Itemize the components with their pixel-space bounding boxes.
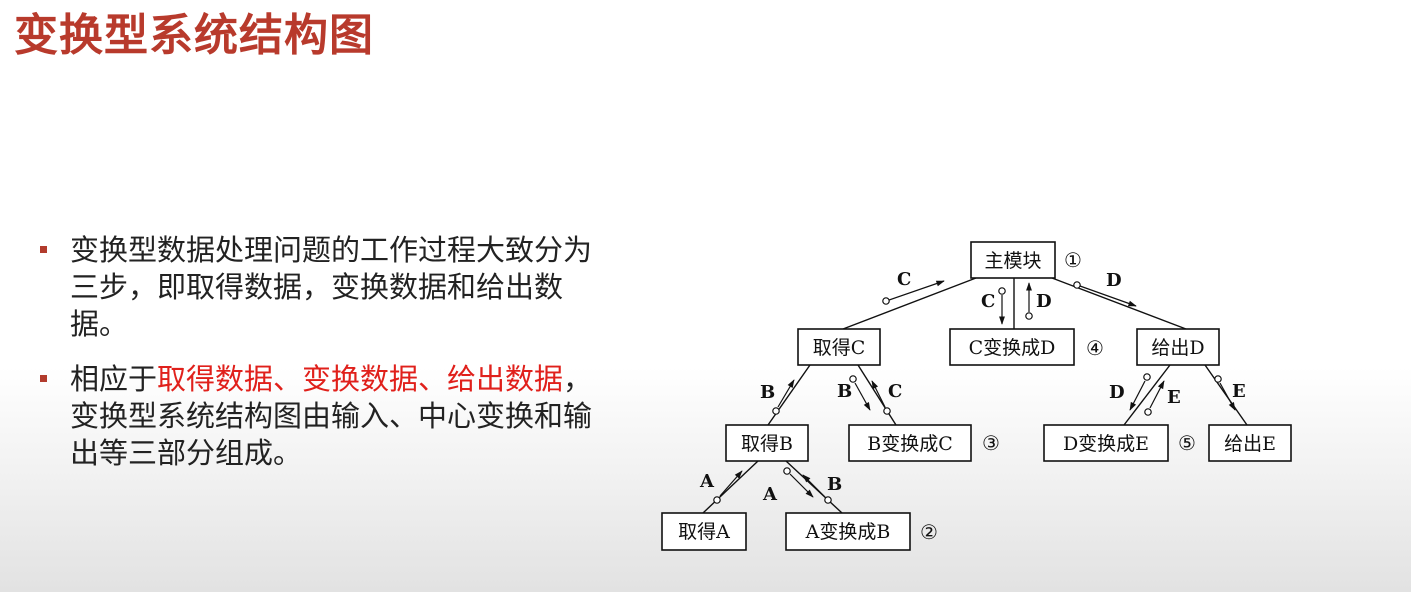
- edge-main-getc: [842, 277, 977, 330]
- flow-label-getc-btoc-out: C: [888, 381, 902, 402]
- bullet-marker: [40, 375, 47, 382]
- node-c-to-d-box: [949, 328, 1075, 366]
- node-get-a-box: [661, 512, 747, 551]
- node-main-box: [970, 241, 1056, 279]
- flow-tail-circle: [1143, 373, 1151, 381]
- node-get-a-label: 取得A: [678, 521, 730, 543]
- edge-getb-atob: [785, 460, 843, 514]
- node-a-to-b-label: A变换成B: [805, 521, 891, 543]
- flow-arrow-gived-dtoe-out: [1149, 380, 1165, 409]
- flow-label-main-getc: C: [897, 269, 911, 290]
- flow-label-main-ctod-up: D: [1036, 291, 1052, 312]
- flow-label-gived-givee: E: [1232, 381, 1246, 402]
- node-give-d-box: [1136, 328, 1220, 366]
- flow-tail-circle: [1073, 281, 1081, 289]
- node-a-to-b-box: [785, 512, 911, 551]
- flow-arrow-main-gived: [1079, 285, 1137, 307]
- node-get-b-label: 取得B: [741, 433, 793, 455]
- node-give-e-label: 给出E: [1224, 433, 1276, 455]
- flow-arrow-getb-getc: [777, 379, 795, 408]
- bullet-list: 变换型数据处理问题的工作过程大致分为三步，即取得数据，变换数据和给出数据。 相应…: [38, 232, 598, 490]
- flow-tail-circle: [713, 496, 721, 504]
- flow-label-getc-getb: B: [760, 382, 775, 403]
- flow-label-getb-atob-in: A: [762, 484, 778, 505]
- module-nodes: 主模块 取得C C变换成D 给出D 取得B B变换成C D变换成E 给出E 取得…: [661, 241, 1292, 551]
- step-numbers: ① ② ③ ④ ⑤: [920, 248, 1196, 544]
- node-c-to-d-label: C变换成D: [969, 337, 1056, 359]
- node-get-b-box: [725, 424, 809, 462]
- edge-gived-dtoe: [1123, 364, 1171, 426]
- bullet-text-2-before: 相应于: [70, 362, 158, 396]
- flow-label-getc-btoc-in: B: [837, 381, 852, 402]
- bullet-text-2-after: ，变换型系统结构图由输入、中心变换和输出等三部分组成。: [70, 362, 593, 470]
- flow-label-main-gived: D: [1106, 270, 1122, 291]
- flow-tail-circle: [772, 407, 780, 415]
- flow-label-getb-geta: A: [699, 471, 715, 492]
- flow-arrow-getb-atob-in: [789, 473, 814, 498]
- node-d-to-e-label: D变换成E: [1063, 433, 1149, 455]
- flow-tail-circle: [783, 467, 791, 475]
- node-get-c-box: [797, 328, 881, 366]
- step-number-a-to-b: ②: [920, 520, 938, 544]
- step-number-b-to-c: ③: [982, 431, 1000, 455]
- flow-tail-circle: [883, 407, 891, 415]
- flow-arrow-gived-givee: [1219, 382, 1236, 411]
- flow-arrow-geta-getb: [719, 470, 743, 497]
- flow-arrow-getc-btoc-out: [871, 380, 886, 408]
- edge-getb-geta: [702, 460, 759, 514]
- bullet-text-2-highlight: 取得数据、变换数据、给出数据: [157, 362, 564, 396]
- slide-title: 变换型系统结构图: [14, 10, 374, 61]
- step-number-d-to-e: ⑤: [1178, 431, 1196, 455]
- flow-tail-circle: [882, 297, 890, 305]
- bullet-item-1: 变换型数据处理问题的工作过程大致分为三步，即取得数据，变换数据和给出数据。: [38, 232, 598, 343]
- node-b-to-c-label: B变换成C: [867, 433, 953, 455]
- flow-labels: C C D D B B C D E E A A B: [699, 269, 1246, 505]
- flow-tail-circle: [998, 287, 1006, 295]
- flow-tail-circle: [1025, 312, 1033, 320]
- flow-tail-circle: [1214, 375, 1222, 383]
- bullet-text-1: 变换型数据处理问题的工作过程大致分为三步，即取得数据，变换数据和给出数据。: [70, 233, 593, 341]
- node-get-c-label: 取得C: [813, 337, 866, 359]
- node-give-d-label: 给出D: [1151, 337, 1204, 359]
- bullet-marker: [40, 246, 47, 253]
- flow-arrow-getc-btoc-in: [854, 382, 871, 411]
- flow-label-gived-dtoe-out: E: [1167, 387, 1181, 408]
- edge-getc-btoc: [857, 364, 897, 426]
- tree-edges: [702, 277, 1248, 514]
- flow-arrows: [713, 280, 1236, 504]
- node-give-e-box: [1208, 424, 1292, 462]
- flow-tail-circle: [1144, 408, 1152, 416]
- node-d-to-e-box: [1043, 424, 1169, 462]
- flow-tail-circle: [824, 496, 832, 504]
- flow-arrow-getb-atob-out: [802, 474, 826, 498]
- bullet-item-2: 相应于取得数据、变换数据、给出数据，变换型系统结构图由输入、中心变换和输出等三部…: [38, 361, 598, 472]
- flow-arrow-main-getc: [888, 280, 945, 301]
- flow-arrow-gived-dtoe-in: [1129, 380, 1146, 411]
- edge-getc-getb: [767, 364, 811, 426]
- step-number-main: ①: [1064, 248, 1082, 272]
- flow-tail-circle: [849, 375, 857, 383]
- node-b-to-c-box: [848, 424, 972, 462]
- flow-label-getb-atob-out: B: [827, 474, 842, 495]
- step-number-c-to-d: ④: [1086, 336, 1104, 360]
- flow-label-main-ctod-down: C: [981, 291, 995, 312]
- flow-label-gived-dtoe-in: D: [1109, 382, 1125, 403]
- node-main-label: 主模块: [984, 250, 1041, 272]
